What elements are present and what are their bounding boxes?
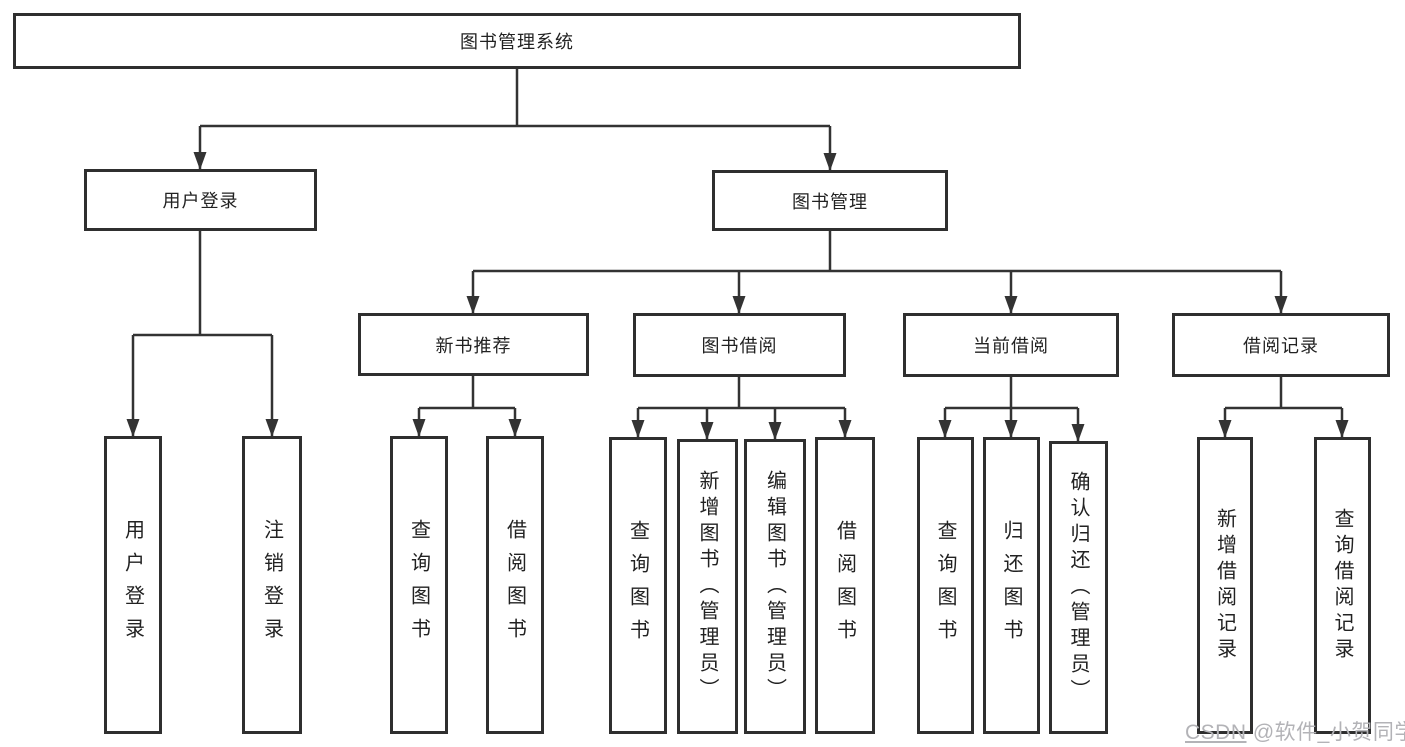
leaf-confirm-return-admin: 确认归还（管理员） <box>1049 441 1108 734</box>
csdn-watermark: CSDN @软件_小贺同学 <box>1185 716 1405 746</box>
leaf-user-login: 用户登录 <box>104 436 162 734</box>
csdn-watermark-brand: CSDN <box>1185 721 1247 744</box>
leaf-query-borrow-record: 查询借阅记录 <box>1314 437 1371 734</box>
leaf-query-books-recommend: 查询图书 <box>390 436 448 734</box>
node-system-root: 图书管理系统 <box>13 13 1021 69</box>
leaf-add-borrow-record: 新增借阅记录 <box>1197 437 1253 734</box>
node-current-borrowing: 当前借阅 <box>903 313 1119 377</box>
csdn-watermark-handle: @软件_小贺同学 <box>1246 721 1405 744</box>
node-new-book-recommend: 新书推荐 <box>358 313 589 376</box>
leaf-return-books: 归还图书 <box>983 437 1040 734</box>
leaf-query-books-current: 查询图书 <box>917 437 974 734</box>
node-user-login-group: 用户登录 <box>84 169 317 231</box>
leaf-add-books-admin: 新增图书（管理员） <box>677 439 738 734</box>
leaf-edit-books-admin: 编辑图书（管理员） <box>744 439 806 734</box>
node-book-borrowing: 图书借阅 <box>633 313 846 377</box>
leaf-query-books-borrowing: 查询图书 <box>609 437 667 734</box>
leaf-logout: 注销登录 <box>242 436 302 734</box>
node-book-management: 图书管理 <box>712 170 948 231</box>
leaf-borrow-books-borrowing: 借阅图书 <box>815 437 875 734</box>
leaf-borrow-books-recommend: 借阅图书 <box>486 436 544 734</box>
node-borrowing-records: 借阅记录 <box>1172 313 1390 377</box>
